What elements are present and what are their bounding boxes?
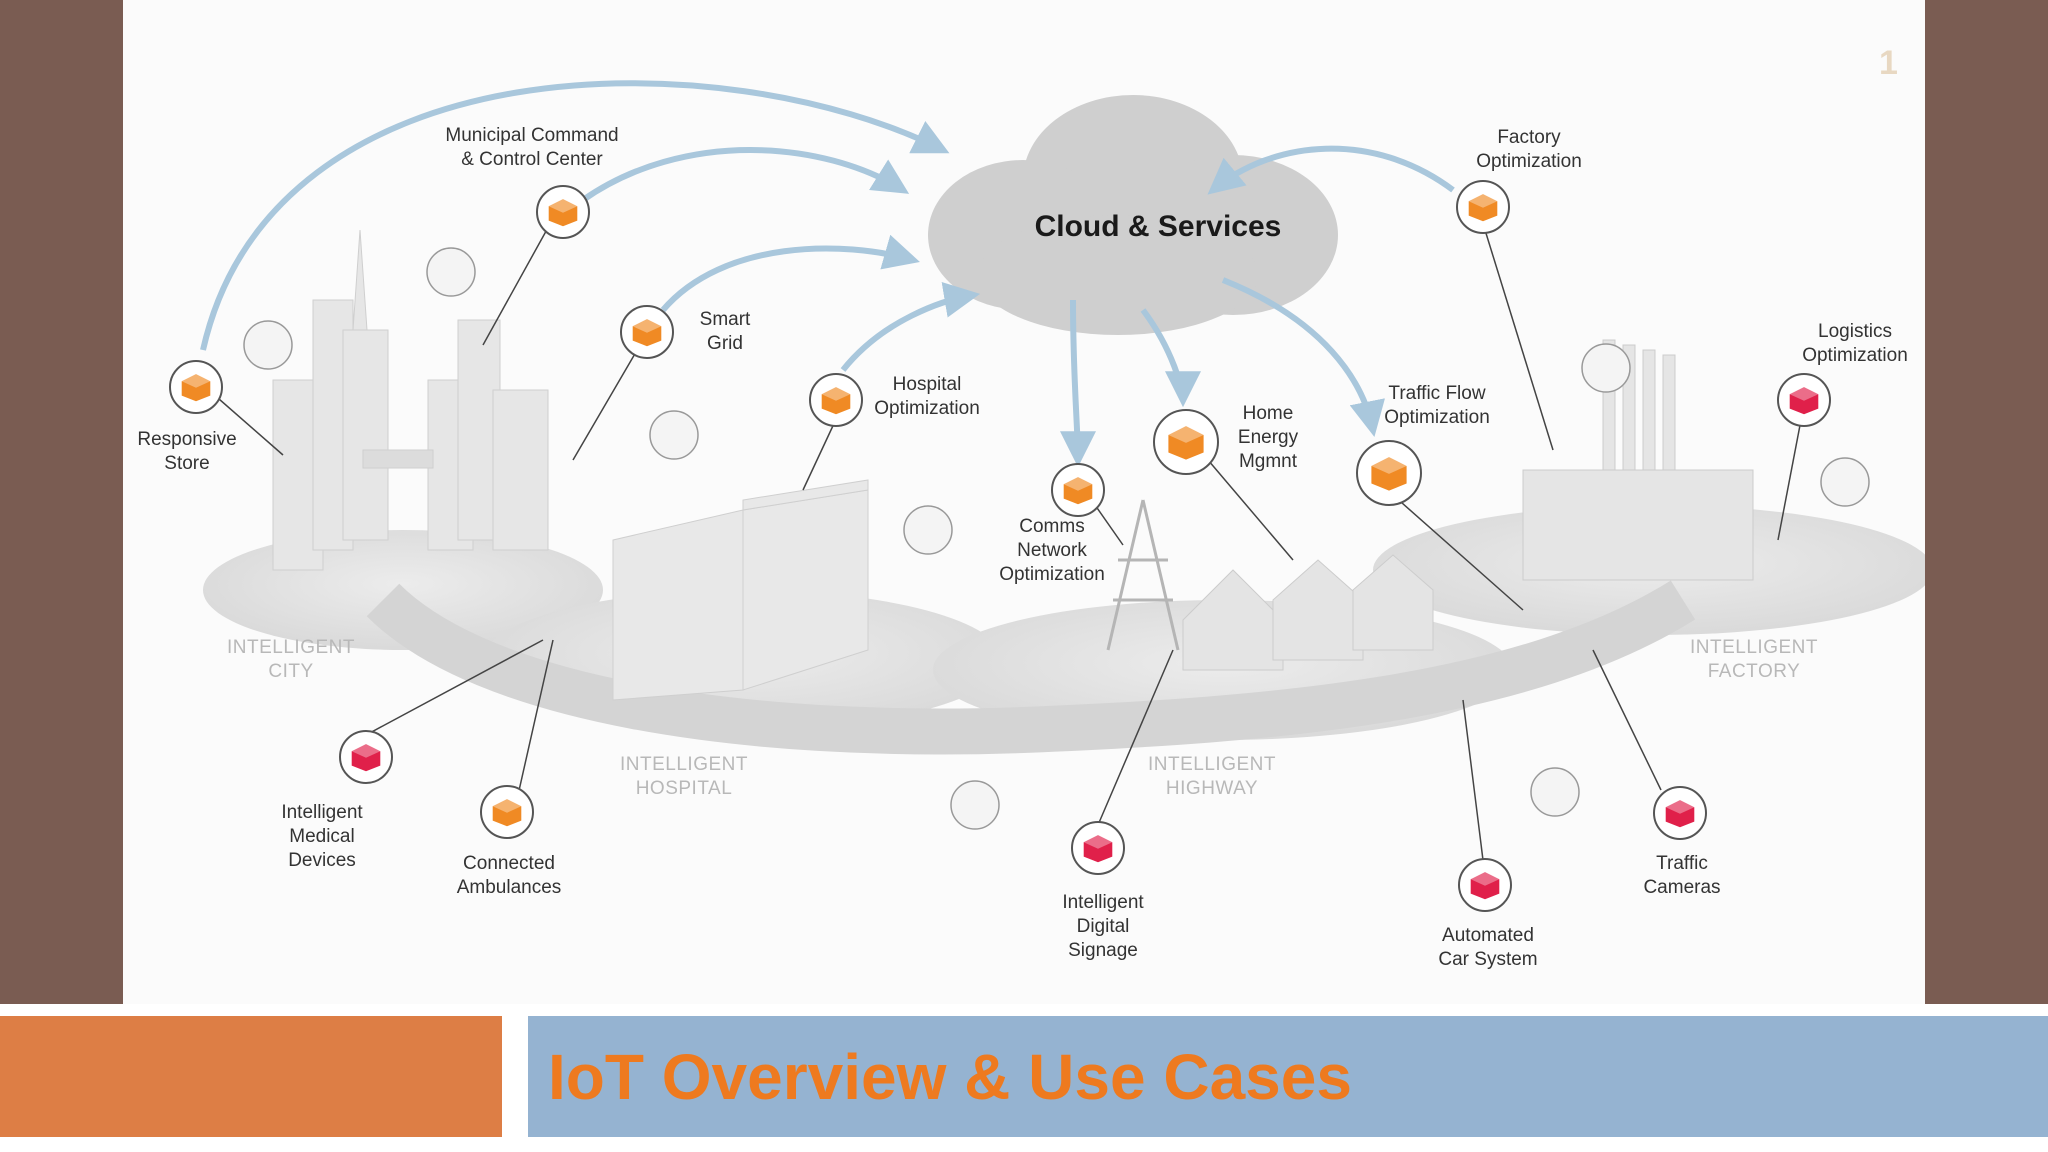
- device-municipal: [536, 185, 590, 239]
- slide-title: IoT Overview & Use Cases: [548, 1041, 1352, 1113]
- cloud-services-label: Cloud & Services: [1034, 210, 1282, 243]
- device-medical-devices: [339, 730, 393, 784]
- connector-lines: [202, 214, 1802, 861]
- right-side-bar: [1925, 0, 2048, 1004]
- label-home-energy: Home Energy Mgmnt: [1237, 403, 1299, 472]
- city-buildings: [272, 229, 549, 571]
- label-hospital-optimization: Hospital Optimization: [874, 374, 980, 419]
- diagram-illustration: [169, 80, 1925, 912]
- label-factory-optimization: Factory Optimization: [1476, 127, 1582, 172]
- device-logistics: [1777, 373, 1831, 427]
- slide-number: 1: [1879, 44, 1898, 82]
- houses: [1182, 554, 1434, 671]
- zone-intelligent-hospital: INTELLIGENT HOSPITAL: [620, 754, 748, 799]
- label-logistics: Logistics Optimization: [1802, 321, 1908, 366]
- device-ambulances: [480, 785, 534, 839]
- device-home-energy: [1153, 409, 1219, 475]
- sensor-nodes: [243, 247, 1870, 830]
- factory-building: [1522, 339, 1754, 581]
- highway-road: [366, 580, 1696, 755]
- label-smart-grid: Smart Grid: [699, 309, 751, 354]
- label-ambulances: Connected Ambulances: [456, 853, 562, 898]
- cell-tower: [1106, 499, 1180, 651]
- device-traffic-cameras: [1653, 786, 1707, 840]
- footer-orange-block: [0, 1016, 502, 1137]
- device-comms-network: [1051, 463, 1105, 517]
- device-hospital-optimization: [809, 373, 863, 427]
- label-comms-network: Comms Network Optimization: [999, 516, 1105, 585]
- device-factory-optimization: [1456, 180, 1510, 234]
- connection-arrows: [200, 80, 1455, 468]
- label-traffic-flow: Traffic Flow Optimization: [1384, 383, 1490, 428]
- device-car-system: [1458, 858, 1512, 912]
- footer-title-bar: [528, 1016, 2048, 1137]
- label-municipal: Municipal Command & Control Center: [445, 125, 619, 170]
- device-traffic-flow: [1356, 440, 1422, 506]
- label-medical-devices: Intelligent Medical Devices: [281, 802, 363, 871]
- label-digital-signage: Intelligent Digital Signage: [1062, 892, 1144, 961]
- label-car-system: Automated Car System: [1438, 925, 1538, 970]
- device-smart-grid: [620, 305, 674, 359]
- label-responsive-store: Responsive Store: [137, 429, 237, 474]
- device-digital-signage: [1071, 821, 1125, 875]
- left-side-bar: [0, 0, 123, 1004]
- device-responsive-store: [169, 360, 223, 414]
- zone-intelligent-city: INTELLIGENT CITY: [227, 637, 355, 682]
- hospital-building: [612, 479, 869, 701]
- iot-diagram: 1 Cloud & Services Municipal Command & C…: [123, 0, 1925, 1004]
- label-traffic-cameras: Traffic Cameras: [1643, 853, 1721, 898]
- cloud-shape: [928, 95, 1338, 335]
- zone-intelligent-factory: INTELLIGENT FACTORY: [1690, 637, 1818, 682]
- zone-intelligent-highway: INTELLIGENT HIGHWAY: [1148, 754, 1276, 799]
